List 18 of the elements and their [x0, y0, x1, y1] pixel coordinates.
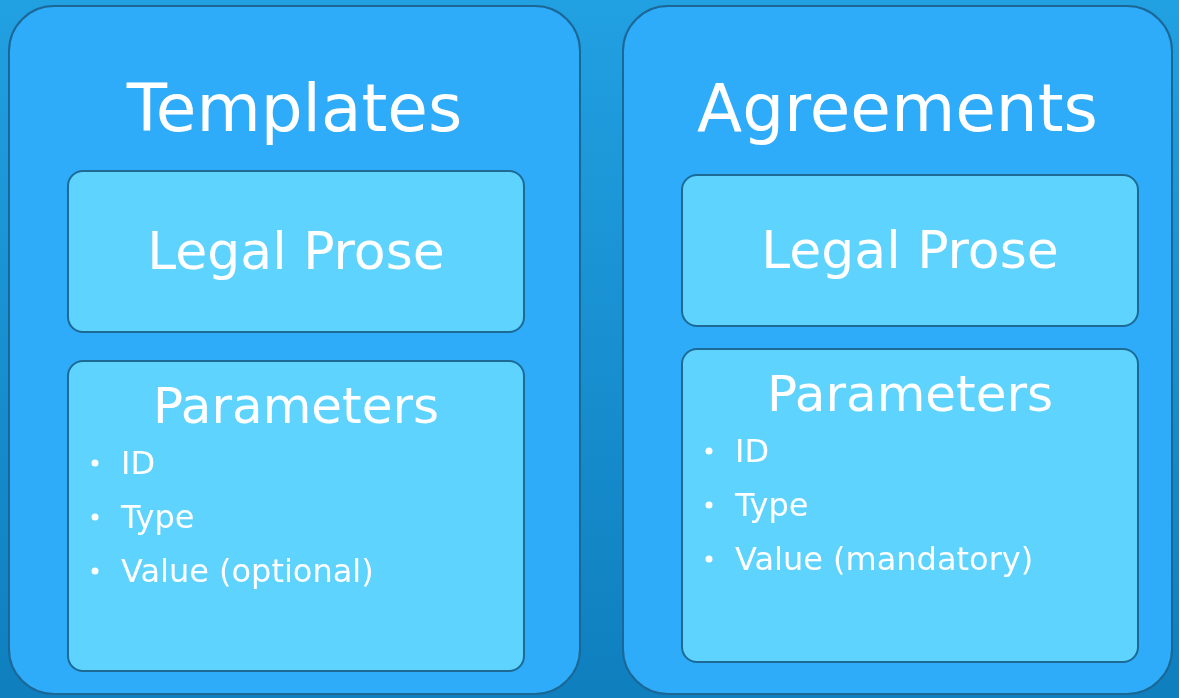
- bullet-item: Value (optional): [121, 551, 374, 592]
- box-heading: Legal Prose: [760, 219, 1060, 282]
- container-box: [622, 5, 1173, 695]
- inner-box: [681, 348, 1139, 663]
- container-title: Templates: [125, 69, 464, 149]
- bullet-item: Type: [121, 497, 195, 538]
- bullet-item: Type: [735, 485, 809, 526]
- inner-box: [67, 170, 525, 333]
- container-title: Agreements: [696, 69, 1099, 149]
- inner-box: [67, 360, 525, 672]
- container-box: [8, 5, 581, 695]
- bullet-item: ID: [735, 431, 770, 472]
- bullet-item: Value (mandatory): [735, 539, 1034, 580]
- inner-box: [681, 174, 1139, 327]
- box-heading: Parameters: [151, 376, 441, 436]
- box-heading: Legal Prose: [146, 220, 446, 283]
- box-heading: Parameters: [765, 364, 1055, 424]
- bullet-item: ID: [121, 443, 156, 484]
